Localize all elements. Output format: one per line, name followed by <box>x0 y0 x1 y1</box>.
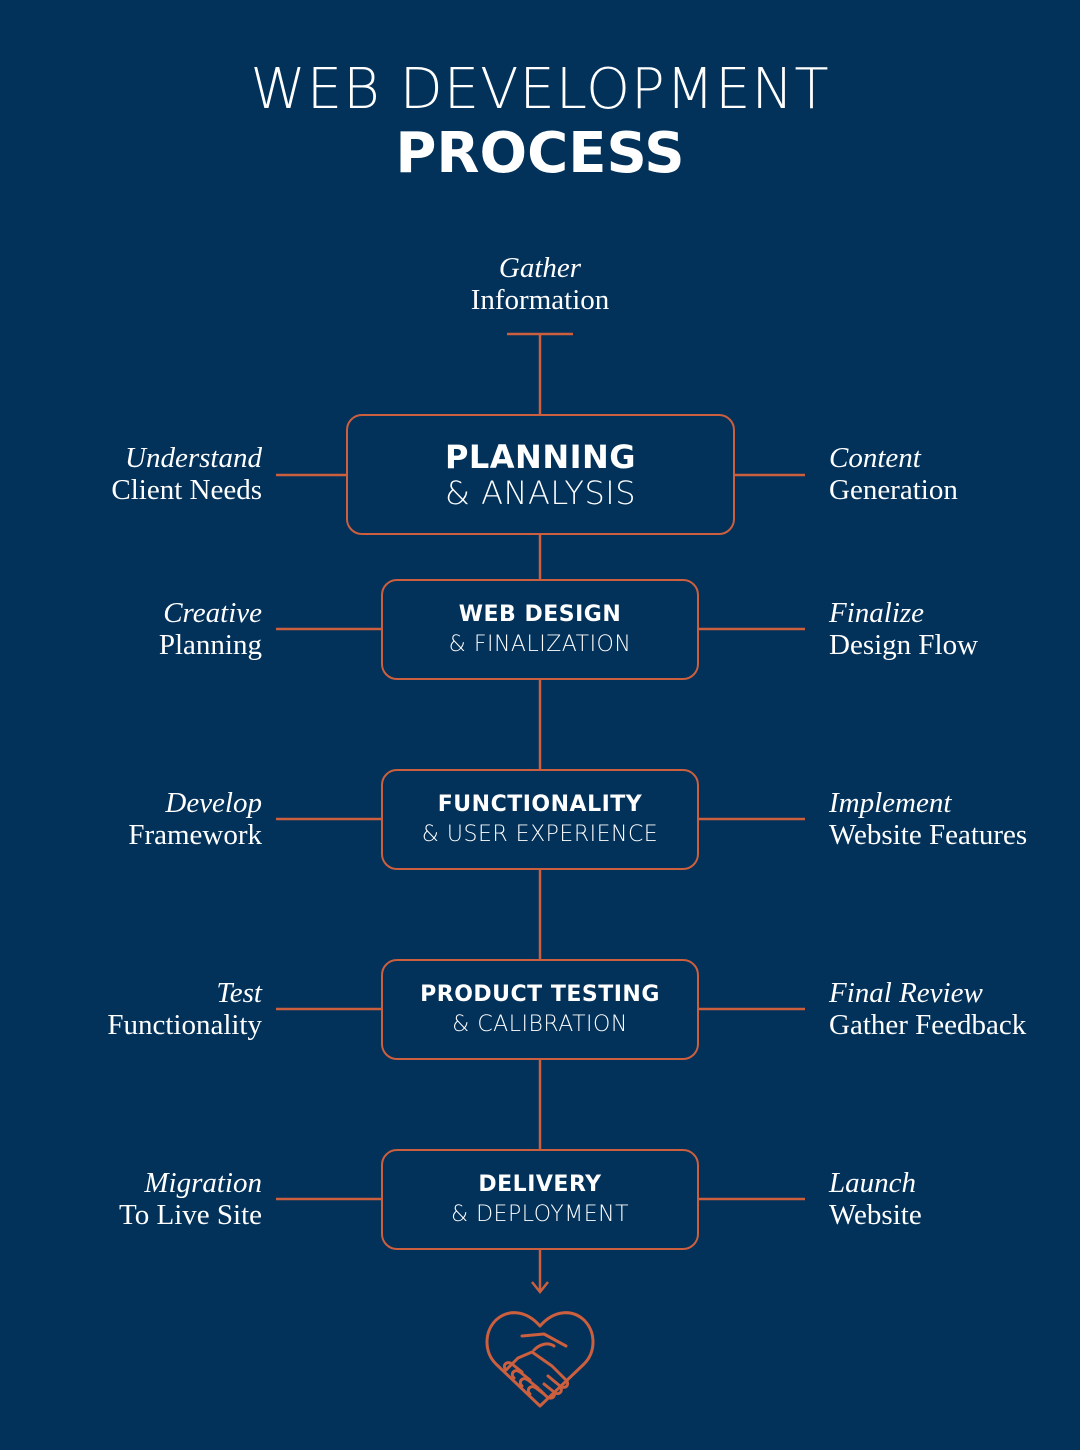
left-note-italic: Test <box>216 977 262 1009</box>
stage-title: WEB DESIGN <box>458 601 622 627</box>
top-note-italic: Gather <box>498 252 582 284</box>
left-note-italic: Migration <box>144 1167 262 1199</box>
right-note-3: Implement Website Features <box>829 787 1027 851</box>
left-note-3: Develop Framework <box>128 787 262 851</box>
stage-subtitle: & FINALIZATION <box>448 631 632 657</box>
left-note-2: Creative Planning <box>159 597 262 661</box>
stage-box-planning: PLANNING & ANALYSIS <box>346 414 735 535</box>
stage-box-web-design: WEB DESIGN & FINALIZATION <box>381 579 699 680</box>
left-note-regular: Client Needs <box>111 474 262 506</box>
title-line-1: WEB DEVELOPMENT <box>250 57 830 122</box>
stage-subtitle: & DEPLOYMENT <box>450 1201 630 1227</box>
right-note-regular: Website Features <box>829 819 1028 851</box>
right-note-4: Final Review Gather Feedback <box>829 977 1026 1041</box>
right-note-italic: Content <box>829 442 921 474</box>
right-note-italic: Implement <box>829 787 952 819</box>
right-note-regular: Website <box>829 1199 922 1231</box>
top-note-regular: Information <box>470 284 610 316</box>
stage-title: FUNCTIONALITY <box>437 791 643 817</box>
left-note-regular: Planning <box>158 629 262 661</box>
left-note-4: Test Functionality <box>107 977 262 1041</box>
top-note: Gather Information <box>0 252 1080 316</box>
heart-handshake-icon <box>485 1311 595 1408</box>
left-note-regular: To Live Site <box>119 1199 262 1231</box>
right-note-2: Finalize Design Flow <box>829 597 978 661</box>
stage-title: DELIVERY <box>478 1171 602 1197</box>
left-note-regular: Functionality <box>107 1009 262 1041</box>
left-note-5: Migration To Live Site <box>119 1167 262 1231</box>
right-note-italic: Finalize <box>829 597 925 629</box>
stage-title: PRODUCT TESTING <box>420 981 660 1007</box>
right-note-1: Content Generation <box>829 442 958 506</box>
right-note-regular: Gather Feedback <box>829 1009 1027 1041</box>
stage-box-delivery: DELIVERY & DEPLOYMENT <box>381 1149 699 1250</box>
stage-box-product-testing: PRODUCT TESTING & CALIBRATION <box>381 959 699 1060</box>
right-note-5: Launch Website <box>829 1167 922 1231</box>
left-note-italic: Understand <box>125 442 262 474</box>
left-note-1: Understand Client Needs <box>111 442 262 506</box>
stage-title: PLANNING <box>444 437 637 476</box>
right-note-italic: Launch <box>829 1167 916 1199</box>
right-note-italic: Final Review <box>829 977 983 1009</box>
arrow-down-icon <box>531 1281 549 1295</box>
right-note-regular: Generation <box>829 474 958 506</box>
right-note-regular: Design Flow <box>829 629 979 661</box>
title-line-2: PROCESS <box>395 121 685 186</box>
left-note-regular: Framework <box>128 819 262 851</box>
stage-subtitle: & ANALYSIS <box>444 473 637 512</box>
stage-box-functionality: FUNCTIONALITY & USER EXPERIENCE <box>381 769 699 870</box>
stage-subtitle: & USER EXPERIENCE <box>421 821 659 847</box>
left-note-italic: Develop <box>165 787 262 819</box>
left-note-italic: Creative <box>163 597 262 629</box>
stage-subtitle: & CALIBRATION <box>452 1011 628 1037</box>
